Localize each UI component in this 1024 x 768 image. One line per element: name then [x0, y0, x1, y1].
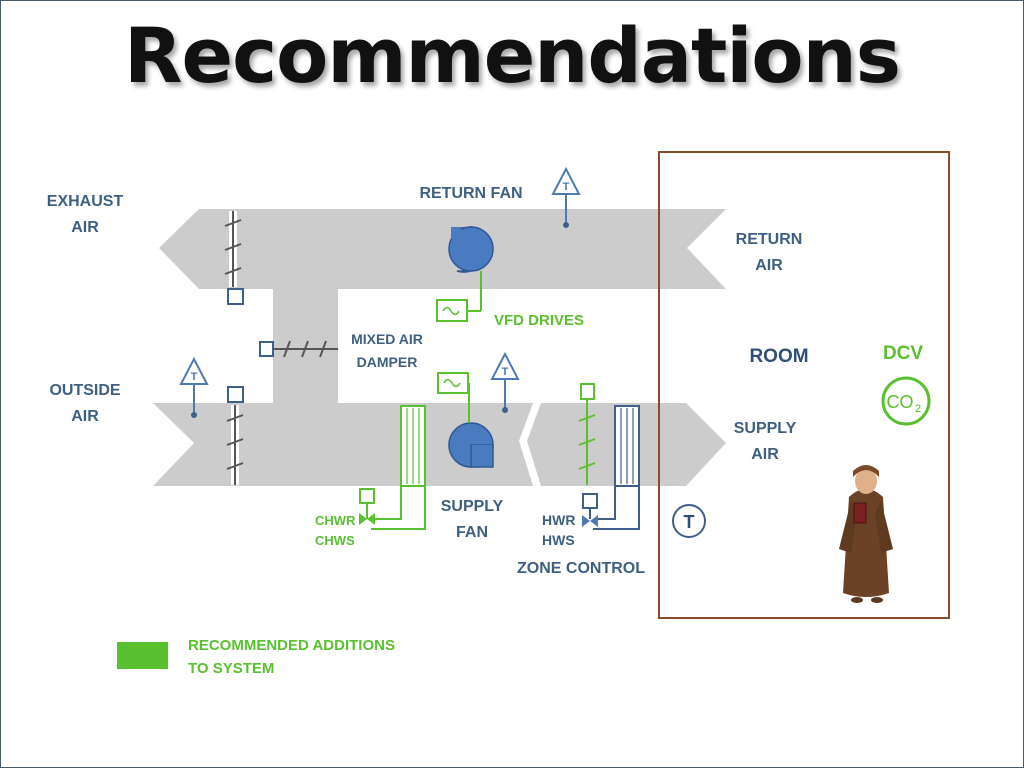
outside-air-damper — [226, 386, 244, 485]
legend-line-2: TO SYSTEM — [188, 660, 274, 677]
dcv-label: DCV — [883, 343, 923, 364]
supply-fan-label-2: FAN — [456, 524, 488, 541]
thermostat-label: T — [684, 512, 695, 532]
return-air-label-1: RETURN — [736, 231, 803, 248]
supply-fan-icon — [448, 422, 494, 468]
return-temp-sensor: T — [551, 166, 581, 228]
hws-label: HWS — [542, 532, 575, 548]
legend-line-1: RECOMMENDED ADDITIONS — [188, 637, 395, 654]
exhaust-air-label-2: AIR — [71, 219, 99, 236]
supply-temp-sensor-label: T — [502, 366, 509, 378]
room-boundary — [658, 151, 950, 619]
supply-air-label-1: SUPPLY — [734, 420, 797, 437]
co2-subscript: 2 — [915, 403, 921, 415]
supply-air-duct-upstream — [153, 403, 533, 486]
mixed-air-damper — [259, 340, 338, 358]
outside-air-label-1: OUTSIDE — [49, 382, 120, 399]
reheat-coil — [582, 405, 640, 530]
return-temp-sensor-label: T — [563, 181, 570, 193]
co2-label: CO — [887, 392, 914, 412]
chws-label: CHWS — [315, 533, 355, 548]
return-air-label-2: AIR — [755, 257, 783, 274]
mixed-air-damper-label-1: MIXED AIR — [351, 331, 423, 347]
co2-sensor-icon: CO 2 — [881, 376, 931, 426]
room-thermostat-icon: T — [672, 504, 706, 538]
zone-control-label: ZONE CONTROL — [517, 560, 645, 577]
vfd-drives-label: VFD DRIVES — [494, 312, 584, 329]
occupant-figure — [839, 465, 893, 603]
hwr-label: HWR — [542, 512, 575, 528]
outside-air-label-2: AIR — [71, 408, 99, 425]
exhaust-damper — [224, 211, 244, 305]
room-label: ROOM — [749, 346, 808, 367]
return-fan-icon — [448, 225, 494, 273]
slide-title: Recommendations — [124, 11, 901, 100]
return-fan-label: RETURN FAN — [419, 185, 522, 202]
supply-fan-label-1: SUPPLY — [441, 498, 504, 515]
outside-temp-sensor-label: T — [191, 371, 198, 383]
mixed-air-damper-label-2: DAMPER — [357, 354, 418, 370]
supply-fan-vfd — [437, 372, 470, 423]
legend-swatch — [117, 642, 168, 669]
return-fan-vfd — [436, 271, 482, 322]
supply-air-label-2: AIR — [751, 446, 779, 463]
exhaust-air-label-1: EXHAUST — [47, 193, 124, 210]
cooling-coil — [359, 405, 426, 530]
chwr-label: CHWR — [315, 513, 356, 528]
supply-temp-sensor: T — [490, 351, 520, 413]
return-air-duct — [159, 209, 726, 289]
supply-damper-green — [578, 383, 596, 485]
outside-temp-sensor: T — [179, 356, 209, 418]
